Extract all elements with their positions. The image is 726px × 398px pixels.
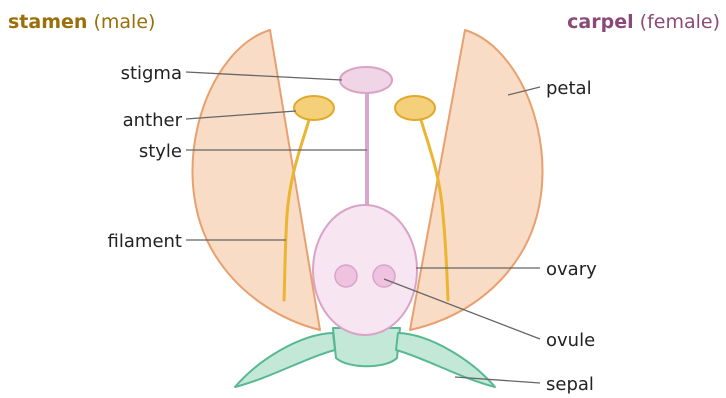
label-style: style <box>139 141 182 162</box>
label-stigma: stigma <box>121 63 182 84</box>
leader-sepal <box>455 377 540 383</box>
stigma <box>340 67 392 93</box>
label-anther: anther <box>123 110 183 131</box>
carpel-header-rest: (female) <box>634 11 720 33</box>
label-petal: petal <box>546 78 592 99</box>
label-ovule: ovule <box>546 330 595 351</box>
carpel-header-bold: carpel <box>567 11 633 33</box>
label-filament: filament <box>108 231 182 252</box>
right-petal <box>410 30 542 330</box>
stamen-header: stamen (male) <box>8 11 155 33</box>
ovule-right <box>373 265 395 287</box>
right-anther <box>395 96 435 120</box>
left-sepal <box>235 333 335 387</box>
label-sepal: sepal <box>546 374 594 395</box>
stamen-header-bold: stamen <box>8 11 87 33</box>
label-ovary: ovary <box>546 259 597 280</box>
carpel-header: carpel (female) <box>567 11 720 33</box>
stamen-header-rest: (male) <box>87 11 155 33</box>
ovule-left <box>335 265 357 287</box>
ovary <box>313 205 417 335</box>
left-anther <box>294 96 334 120</box>
